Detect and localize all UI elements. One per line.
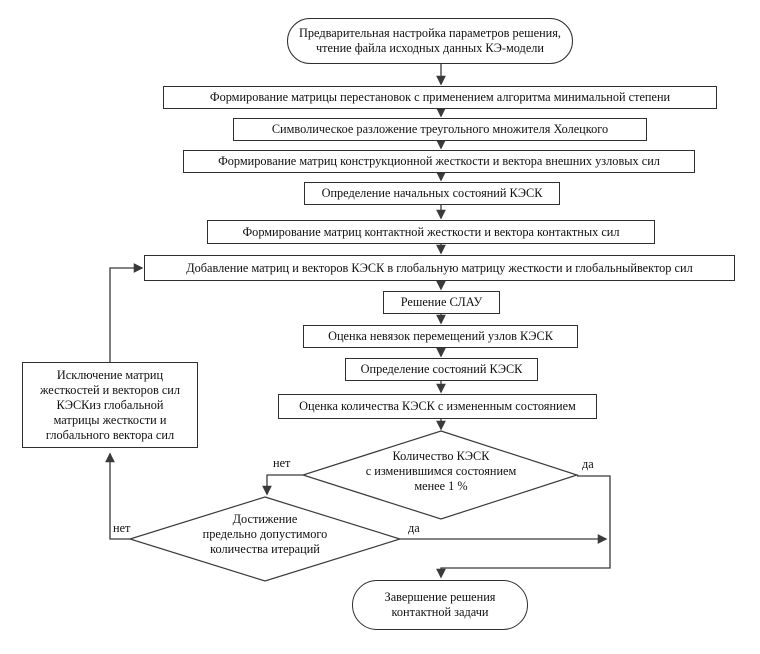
decision-changed-state-label: Количество КЭСК с изменившимся состояние… bbox=[365, 449, 517, 493]
node-start-terminator: Предварительная настройка параметров реш… bbox=[287, 18, 573, 64]
node-changed-count: Оценка количества КЭСК с измененным сост… bbox=[278, 394, 597, 419]
decision-iterations-diamond bbox=[127, 496, 403, 582]
node-exclude-matrices: Исключение матриц жесткостей и векторов … bbox=[22, 362, 198, 448]
branch-label-no-2: нет bbox=[112, 521, 132, 536]
arrow-decision1-no-to-decision2 bbox=[262, 474, 303, 496]
node-cholesky-decomposition: Символическое разложение треугольного мн… bbox=[233, 118, 647, 141]
branch-label-yes-2: да bbox=[407, 521, 421, 536]
arrow-decision2-no-to-exclude bbox=[105, 452, 130, 540]
branch-label-no-1: нет bbox=[272, 456, 292, 471]
node-assemble-global: Добавление матриц и векторов КЭСК в глоб… bbox=[144, 255, 735, 281]
arrow-decision1-yes-to-end bbox=[436, 475, 611, 579]
node-contact-stiffness: Формирование матриц контактной жесткости… bbox=[207, 220, 655, 244]
node-structural-stiffness: Формирование матриц конструкционной жест… bbox=[183, 150, 695, 173]
node-permutation-matrix: Формирование матрицы перестановок с прим… bbox=[163, 86, 717, 109]
node-end-terminator: Завершение решения контактной задачи bbox=[352, 580, 528, 630]
node-define-states: Определение состояний КЭСК bbox=[345, 358, 538, 381]
decision-iterations-label: Достижение предельно допустимого количес… bbox=[202, 512, 328, 556]
arrow-exclude-to-assemble bbox=[109, 263, 144, 362]
branch-label-yes-1: да bbox=[581, 457, 595, 472]
decision-changed-state-diamond bbox=[301, 430, 579, 520]
node-residuals-estimate: Оценка невязок перемещений узлов КЭСК bbox=[303, 325, 578, 348]
node-solve-slae: Решение СЛАУ bbox=[383, 291, 500, 314]
node-initial-states: Определение начальных состояний КЭСК bbox=[304, 182, 560, 205]
